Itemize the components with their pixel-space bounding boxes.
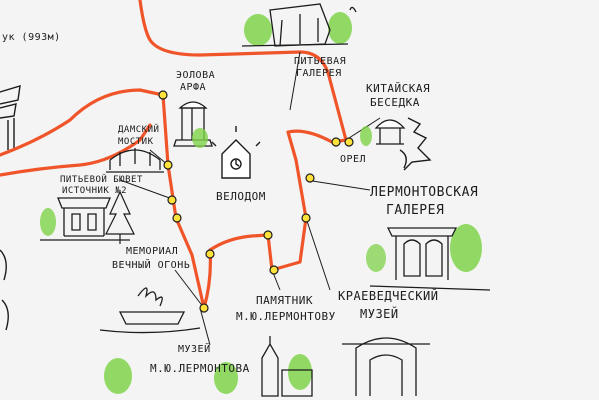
stop-lermgal[interactable] — [305, 173, 315, 183]
stop-buvet-2[interactable] — [172, 213, 182, 223]
stop-memorial[interactable] — [199, 303, 209, 313]
velodom-label: ВЕЛОДОМ — [216, 190, 266, 203]
tree-cluster-icon — [104, 358, 238, 394]
pitievaya-label-1: ПИТЬЕВАЯ — [294, 56, 346, 67]
rotunda-icon — [173, 101, 213, 148]
kraeved-label-2: МУЗЕЙ — [360, 306, 399, 321]
tree-icon — [105, 190, 135, 244]
pamyatnik-label-1: ПАМЯТНИК — [256, 294, 313, 307]
flame-icon — [99, 287, 201, 334]
pitievaya-label-2: ГАЛЕРЕЯ — [296, 68, 342, 79]
stop-velodom-2[interactable] — [263, 230, 273, 240]
edge-label: ук (993м) — [2, 32, 61, 43]
damsky-label-2: МОСТИК — [118, 137, 154, 147]
pamyatnik-label-2: М.Ю.ЛЕРМОНТОВУ — [236, 310, 336, 323]
orel-label: ОРЕЛ — [340, 154, 366, 165]
route-east — [266, 129, 348, 272]
muzey-label-2: М.Ю.ЛЕРМОНТОВА — [150, 362, 250, 375]
route-top — [138, 0, 348, 142]
stop-orel[interactable] — [331, 137, 341, 147]
memorial-label-2: ВЕЧНЫЙ ОГОНЬ — [112, 258, 190, 271]
church-icon — [261, 336, 313, 397]
kraeved-label-1: КРАЕВЕДЧЕСКИЙ — [338, 288, 438, 303]
stop-damsky-mostik[interactable] — [163, 160, 173, 170]
stop-velodom[interactable] — [205, 249, 215, 259]
stop-pamyatnik[interactable] — [269, 265, 279, 275]
house-icon — [40, 197, 130, 241]
eolova-label-1: ЭОЛОВА — [176, 70, 215, 81]
stop-kraeved[interactable] — [301, 213, 311, 223]
stop-buvet[interactable] — [167, 195, 177, 205]
fountain-icon — [241, 3, 357, 47]
gallery-icon — [366, 224, 491, 291]
kitayskaya-label-2: БЕСЕДКА — [370, 96, 420, 109]
memorial-label-1: МЕМОРИАЛ — [126, 246, 178, 257]
stop-eolova-arfa[interactable] — [158, 90, 168, 100]
route-west-upper — [0, 88, 165, 157]
damsky-label-1: ДАМСКИЙ — [118, 123, 159, 135]
route-stops — [158, 90, 354, 313]
eolova-label-2: АРФА — [180, 82, 206, 93]
left-edge-sign-icon — [0, 85, 21, 331]
muzey-label-1: МУЗЕЙ — [178, 342, 211, 355]
kitayskaya-label-1: КИТАЙСКАЯ — [366, 82, 430, 95]
gazebo-icon — [360, 119, 406, 146]
stop-orel-2[interactable] — [344, 137, 354, 147]
eagle-icon — [399, 117, 432, 171]
buvet-label-1: ПИТЬЕВОЙ БЮВЕТ — [60, 173, 143, 185]
buvet-label-2: ИСТОЧНИК №2 — [62, 186, 127, 196]
route-west-lower — [0, 123, 152, 177]
velodom-house-icon — [211, 126, 261, 179]
arch-icon — [342, 337, 430, 396]
lermgal-label-1: ЛЕРМОНТОВСКАЯ — [370, 185, 478, 200]
lermgal-label-2: ГАЛЕРЕЯ — [386, 203, 444, 218]
bridge-icon — [106, 148, 164, 173]
